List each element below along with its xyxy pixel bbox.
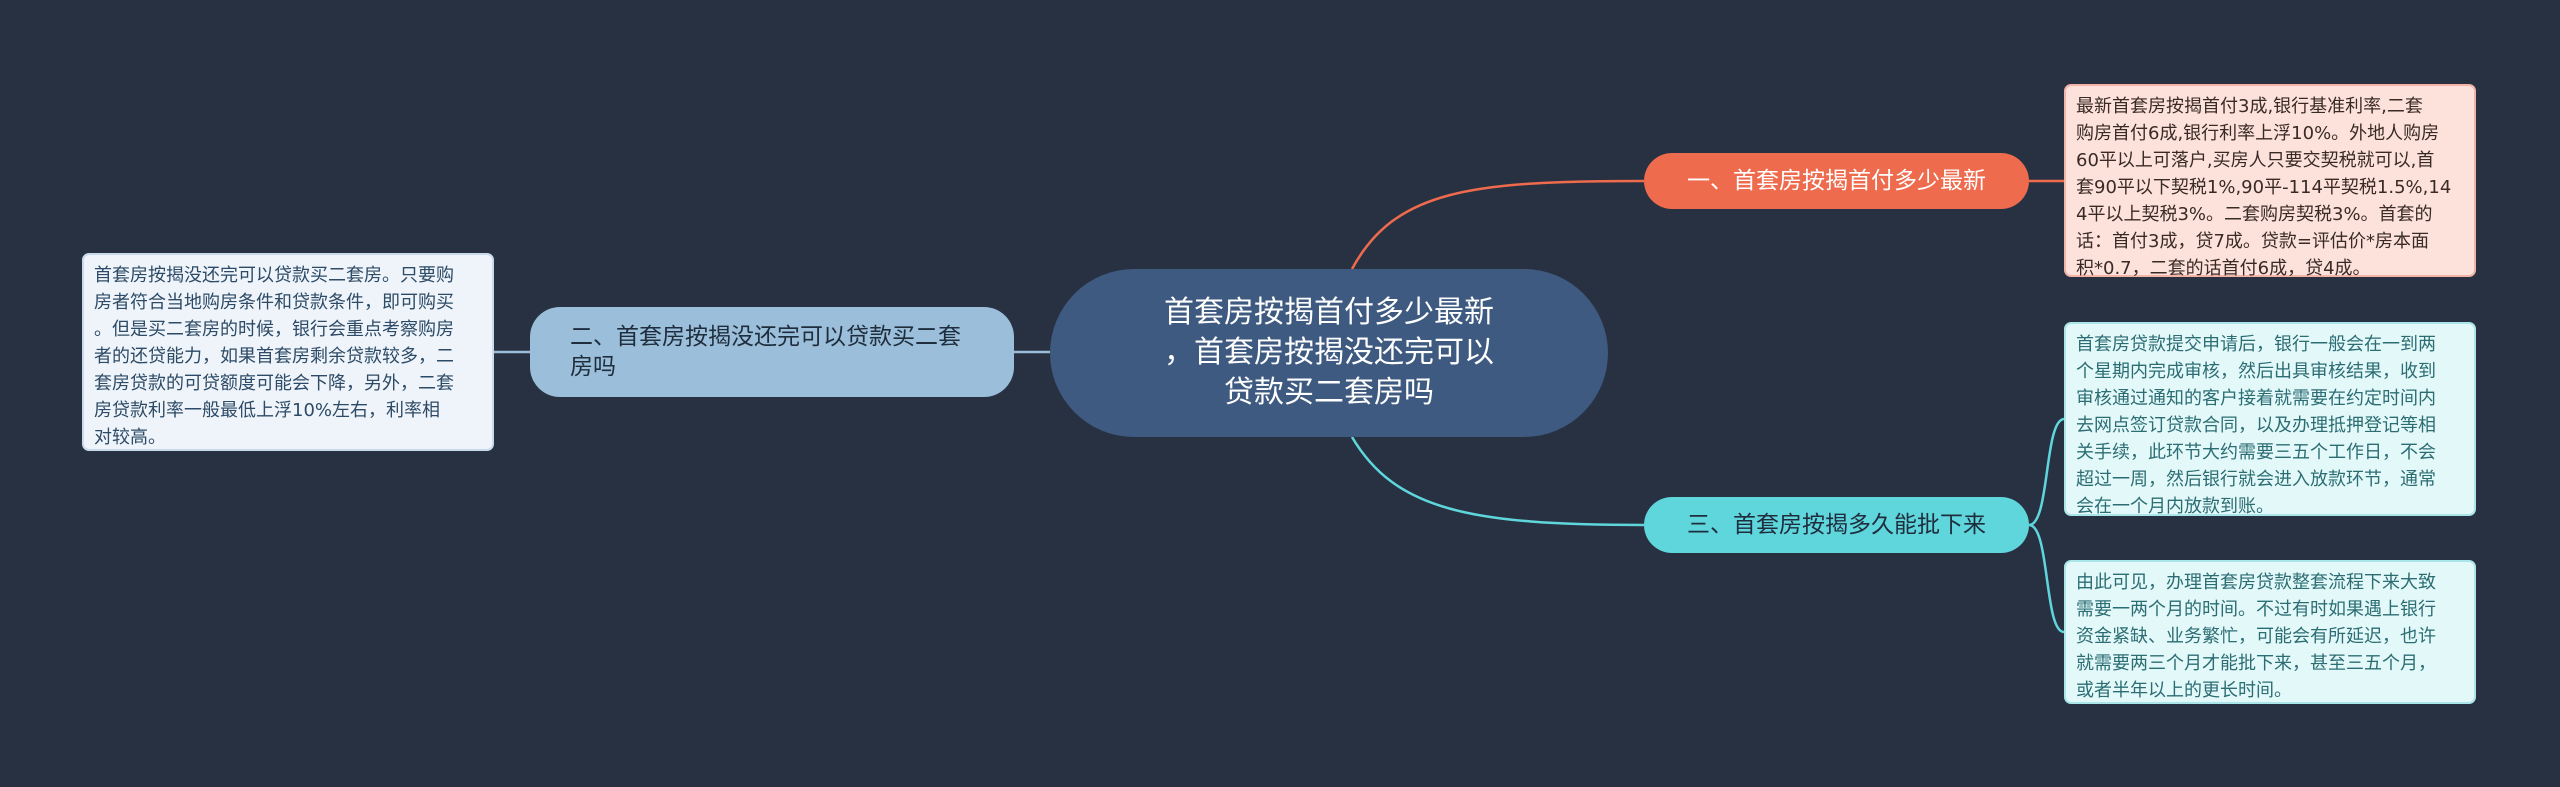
branch-second-home-loan[interactable]: 二、首套房按揭没还完可以贷款买二套房吗	[530, 307, 1014, 397]
detail-down-payment[interactable]: 最新首套房按揭首付3成,银行基准利率,二套 购房首付6成,银行利率上浮10%。外…	[2064, 84, 2476, 279]
root-topic[interactable]: 首套房按揭首付多少最新 ，首套房按揭没还完可以 贷款买二套房吗	[1050, 269, 1608, 437]
detail-approval-process[interactable]: 首套房贷款提交申请后，银行一般会在一到两 个星期内完成审核，然后出具审核结果，收…	[2064, 322, 2476, 517]
connector-root-to-branch3	[1350, 436, 1645, 527]
branch-down-payment[interactable]: 一、首套房按揭首付多少最新	[1644, 153, 2029, 209]
detail-second-home-loan[interactable]: 首套房按揭没还完可以贷款买二套房。只要购 房者符合当地购房条件和贷款条件，即可购…	[82, 253, 494, 451]
branch-approval-time[interactable]: 三、首套房按揭多久能批下来	[1644, 497, 2029, 553]
connector-branch3-to-leaf4	[2028, 523, 2065, 634]
detail-approval-duration[interactable]: 由此可见，办理首套房贷款整套流程下来大致 需要一两个月的时间。不过有时如果遇上银…	[2064, 560, 2476, 704]
connector-root-to-branch1	[1350, 179, 1645, 270]
connector-branch3-to-leaf3	[2028, 417, 2065, 527]
